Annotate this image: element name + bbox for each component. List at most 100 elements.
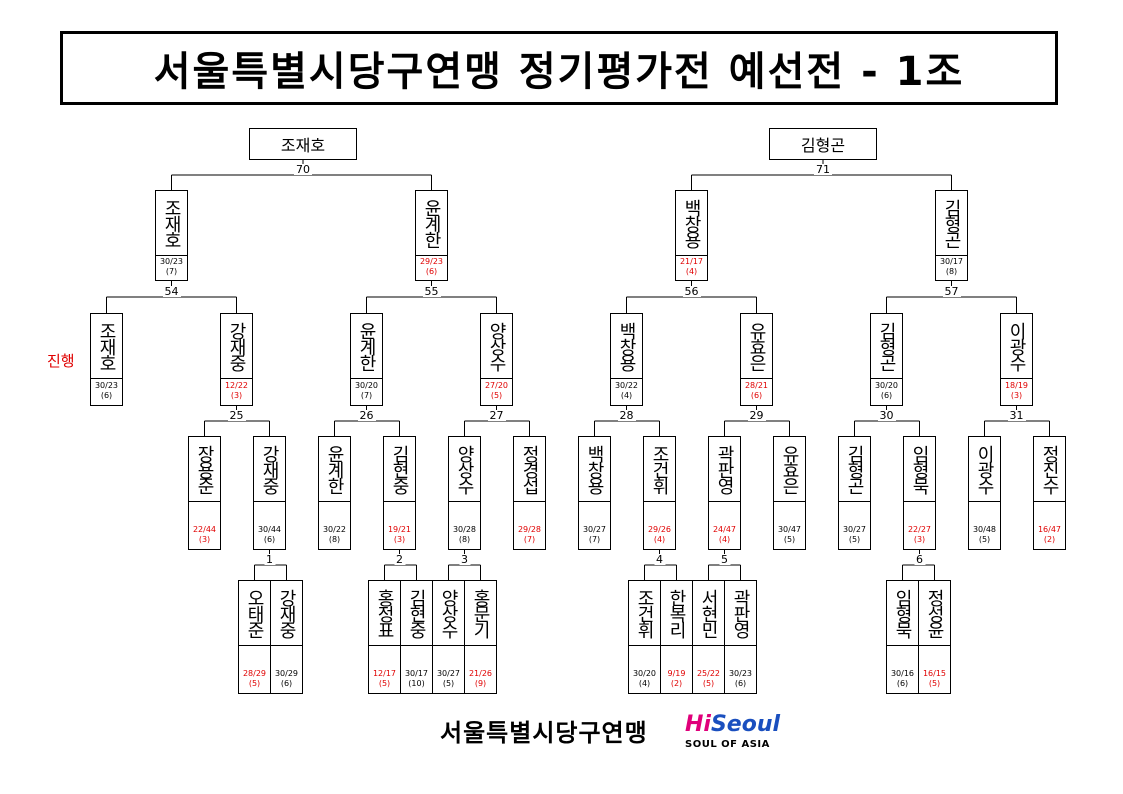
player-score: 30/27(5) — [433, 669, 464, 689]
score-value: 30/29 — [274, 669, 299, 678]
inning-value: (5) — [378, 679, 391, 688]
player-name: 장용준 — [189, 437, 220, 502]
player-name: 강재중 — [271, 581, 302, 646]
player-name-text: 백창용 — [584, 445, 605, 493]
score-value: 28/21 — [744, 381, 769, 390]
score-value: 30/23 — [94, 381, 119, 390]
inning-value: (8) — [458, 535, 471, 544]
score-value: 30/22 — [614, 381, 639, 390]
player-name-text: 조건휘 — [649, 445, 670, 493]
player-score: 9/19(2) — [661, 669, 692, 689]
score-value: 30/48 — [972, 525, 997, 534]
match-number: 4 — [654, 553, 665, 566]
player-name: 유효은 — [774, 437, 805, 502]
footer-org-name: 서울특별시당구연맹 — [440, 719, 648, 747]
match-number: 28 — [617, 409, 636, 422]
player-score: 30/23(6) — [91, 381, 122, 401]
inning-value: (5) — [490, 391, 503, 400]
player-name-text: 정경섭 — [519, 445, 540, 493]
inning-value: (9) — [474, 679, 487, 688]
player-name: 곽판영 — [725, 581, 756, 646]
inning-value: (4) — [638, 679, 651, 688]
inning-value: (5) — [248, 679, 261, 688]
player-score: 29/26(4) — [644, 525, 675, 545]
score-value: 30/27 — [842, 525, 867, 534]
player-score: 30/47(5) — [774, 525, 805, 545]
player-name-text: 곽판영 — [730, 589, 751, 637]
player-name: 윤계한 — [351, 314, 382, 379]
player-name: 강재중 — [254, 437, 285, 502]
score-value: 27/20 — [484, 381, 509, 390]
player-name: 강재중 — [221, 314, 252, 379]
inning-value: (7) — [588, 535, 601, 544]
player-name: 김형곤 — [839, 437, 870, 502]
match-number: 31 — [1007, 409, 1026, 422]
player-box: 유효은 30/47(5) — [773, 436, 806, 550]
score-value: 18/19 — [1004, 381, 1029, 390]
player-name-text: 유효은 — [779, 445, 800, 493]
player-name-text: 김현중 — [389, 445, 410, 493]
player-score: 30/48(5) — [969, 525, 1000, 545]
player-name: 김현중 — [401, 581, 432, 646]
score-value: 30/27 — [436, 669, 461, 678]
player-score: 29/23(6) — [416, 257, 447, 277]
player-name-text: 오태준 — [244, 589, 265, 637]
match-number: 2 — [394, 553, 405, 566]
player-name: 양상수 — [433, 581, 464, 646]
player-name: 홍문기 — [465, 581, 496, 646]
player-score: 30/20(6) — [871, 381, 902, 401]
player-name-text: 조재호 — [161, 199, 182, 247]
inning-value: (6) — [425, 267, 438, 276]
player-name-text: 이광수 — [1006, 322, 1027, 370]
player-name-text: 윤계한 — [324, 445, 345, 493]
inning-value: (5) — [702, 679, 715, 688]
champion-box-left: 조재호 — [249, 128, 357, 160]
seoul-text: Seoul — [710, 712, 781, 737]
player-name-text: 조재호 — [96, 322, 117, 370]
score-value: 30/47 — [777, 525, 802, 534]
player-score: 30/44(6) — [254, 525, 285, 545]
inning-value: (10) — [408, 679, 425, 688]
match-number: 1 — [264, 553, 275, 566]
player-name-text: 김형곤 — [844, 445, 865, 493]
player-score: 30/20(4) — [629, 669, 660, 689]
match-number: 70 — [294, 163, 312, 176]
player-score: 30/16(6) — [887, 669, 918, 689]
title-box: 서울특별시당구연맹 정기평가전 예선전 - 1조 — [60, 31, 1058, 105]
player-score: 19/21(3) — [384, 525, 415, 545]
player-box: 이광수 18/19(3) — [1000, 313, 1033, 406]
inning-value: (5) — [928, 679, 941, 688]
score-value: 30/22 — [322, 525, 347, 534]
match-number: 5 — [719, 553, 730, 566]
player-score: 21/26(9) — [465, 669, 496, 689]
player-name-text: 서현민 — [698, 589, 719, 637]
player-name-text: 윤계한 — [421, 199, 442, 247]
inning-value: (3) — [913, 535, 926, 544]
player-score: 24/47(4) — [709, 525, 740, 545]
match-number: 57 — [942, 285, 961, 298]
player-box: 김현중 19/21(3) — [383, 436, 416, 550]
inning-value: (6) — [750, 391, 763, 400]
score-value: 19/21 — [387, 525, 412, 534]
score-value: 30/17 — [939, 257, 964, 266]
inning-value: (2) — [1043, 535, 1056, 544]
player-name: 유효은 — [741, 314, 772, 379]
player-box: 유효은 28/21(6) — [740, 313, 773, 406]
score-value: 16/47 — [1037, 525, 1062, 534]
score-value: 29/28 — [517, 525, 542, 534]
player-box: 김현중 30/17(10) — [400, 580, 433, 694]
player-score: 18/19(3) — [1001, 381, 1032, 401]
player-name: 정성윤 — [919, 581, 950, 646]
player-name-text: 백창용 — [681, 199, 702, 247]
player-score: 30/17(10) — [401, 669, 432, 689]
